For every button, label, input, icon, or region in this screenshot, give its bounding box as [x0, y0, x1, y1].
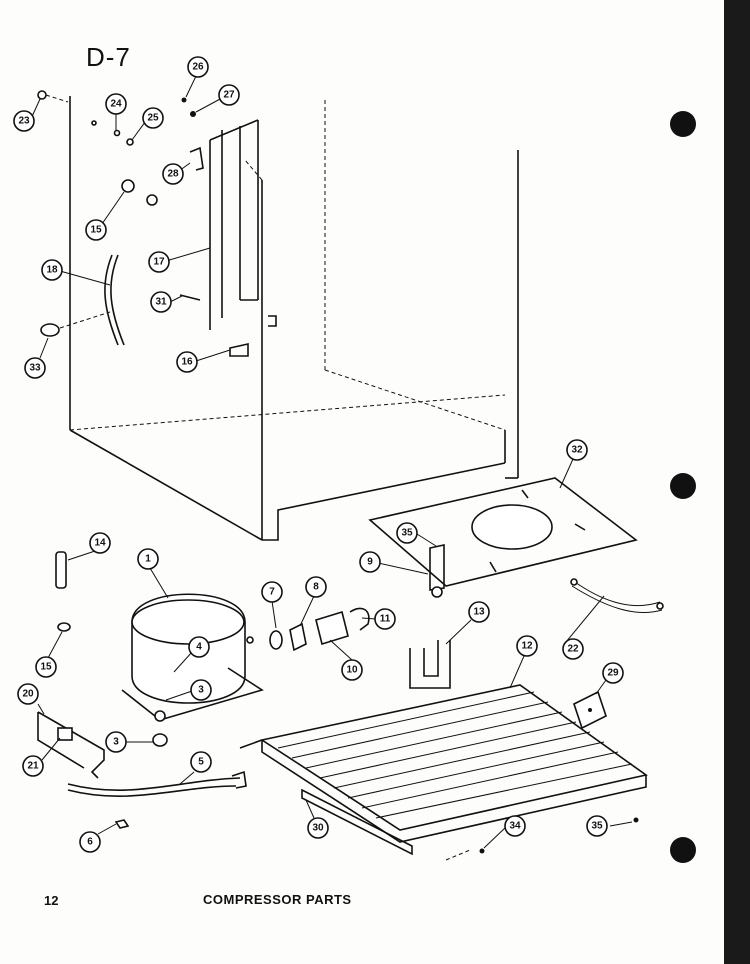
svg-text:20: 20	[22, 689, 34, 700]
callout-7: 7	[261, 581, 283, 603]
svg-text:4: 4	[196, 642, 202, 653]
base-plate	[368, 477, 638, 598]
bracket-13	[409, 640, 451, 689]
svg-text:15: 15	[40, 662, 52, 673]
svg-text:23: 23	[18, 116, 30, 127]
callout-28: 28	[162, 163, 184, 185]
callout-34: 34	[504, 815, 526, 837]
svg-text:32: 32	[571, 445, 583, 456]
svg-text:8: 8	[313, 582, 319, 593]
callout-27: 27	[218, 84, 240, 106]
callout-16: 16	[176, 351, 198, 373]
callout-18: 18	[41, 259, 63, 281]
svg-text:16: 16	[181, 357, 193, 368]
callout-20: 20	[17, 683, 39, 705]
callout-17: 17	[148, 251, 170, 273]
left-small-parts	[55, 551, 71, 632]
callout-14: 14	[89, 532, 111, 554]
callout-35-lower: 35	[586, 815, 608, 837]
svg-text:26: 26	[192, 62, 204, 73]
callout-3-lower: 3	[105, 731, 127, 753]
page-id: D-7	[86, 42, 131, 72]
svg-text:35: 35	[401, 528, 413, 539]
svg-text:17: 17	[153, 257, 165, 268]
callout-8: 8	[305, 576, 327, 598]
svg-text:30: 30	[312, 823, 324, 834]
callout-29: 29	[602, 662, 624, 684]
binder-hole-top	[670, 111, 696, 137]
callout-26: 26	[187, 56, 209, 78]
wire-harness	[570, 578, 664, 613]
svg-text:15: 15	[90, 225, 102, 236]
svg-text:34: 34	[509, 821, 521, 832]
callout-23: 23	[13, 110, 35, 132]
svg-text:10: 10	[346, 665, 358, 676]
callout-10: 10	[341, 659, 363, 681]
svg-text:3: 3	[198, 685, 204, 696]
callout-6: 6	[79, 831, 101, 853]
callout-33: 33	[24, 357, 46, 379]
svg-text:14: 14	[94, 538, 106, 549]
callouts: 23 24 25 26 27 28 15 17 18 31 33 16 32 3…	[13, 56, 624, 853]
svg-text:1: 1	[145, 554, 151, 565]
svg-text:27: 27	[223, 90, 235, 101]
relay-and-overload	[269, 607, 370, 652]
callout-25: 25	[142, 107, 164, 129]
svg-text:5: 5	[198, 757, 204, 768]
svg-text:35: 35	[591, 821, 603, 832]
svg-text:6: 6	[87, 837, 93, 848]
callout-35-upper: 35	[396, 522, 418, 544]
leader-lines	[29, 73, 633, 849]
page-number: 12	[44, 893, 59, 908]
svg-text:7: 7	[269, 587, 275, 598]
scan-edge-shadow	[724, 0, 750, 964]
binder-hole-bottom	[670, 837, 696, 863]
mounting-bracket	[37, 711, 168, 779]
callout-30: 30	[307, 817, 329, 839]
svg-text:29: 29	[607, 668, 619, 679]
compressor	[121, 593, 264, 722]
callout-4: 4	[188, 636, 210, 658]
callout-12: 12	[516, 635, 538, 657]
top-left-parts	[37, 90, 277, 357]
discharge-tube	[67, 770, 247, 829]
callout-9: 9	[359, 551, 381, 573]
svg-text:21: 21	[27, 761, 39, 772]
condenser-coil	[239, 684, 648, 843]
svg-text:28: 28	[167, 169, 179, 180]
svg-text:24: 24	[110, 99, 122, 110]
callout-11: 11	[374, 608, 396, 630]
svg-text:31: 31	[155, 297, 167, 308]
callout-5: 5	[190, 751, 212, 773]
svg-text:3: 3	[113, 737, 119, 748]
svg-text:11: 11	[380, 614, 391, 625]
svg-text:12: 12	[521, 641, 533, 652]
callout-31: 31	[150, 291, 172, 313]
callout-13: 13	[468, 601, 490, 623]
bracket-29	[573, 690, 607, 730]
callout-15-upper: 15	[85, 219, 107, 241]
page-caption: COMPRESSOR PARTS	[203, 892, 352, 907]
binder-hole-middle	[670, 473, 696, 499]
svg-text:22: 22	[567, 644, 579, 655]
drain-pan-parts	[301, 788, 639, 861]
callout-1: 1	[137, 548, 159, 570]
cabinet-outline	[69, 96, 519, 541]
svg-text:9: 9	[367, 557, 373, 568]
svg-text:13: 13	[473, 607, 485, 618]
callout-22: 22	[562, 638, 584, 660]
svg-text:25: 25	[147, 113, 159, 124]
callout-15-lower: 15	[35, 656, 57, 678]
callout-3-upper: 3	[190, 679, 212, 701]
callout-32: 32	[566, 439, 588, 461]
svg-text:33: 33	[29, 363, 41, 374]
callout-21: 21	[22, 755, 44, 777]
callout-24: 24	[105, 93, 127, 115]
svg-text:18: 18	[46, 265, 58, 276]
